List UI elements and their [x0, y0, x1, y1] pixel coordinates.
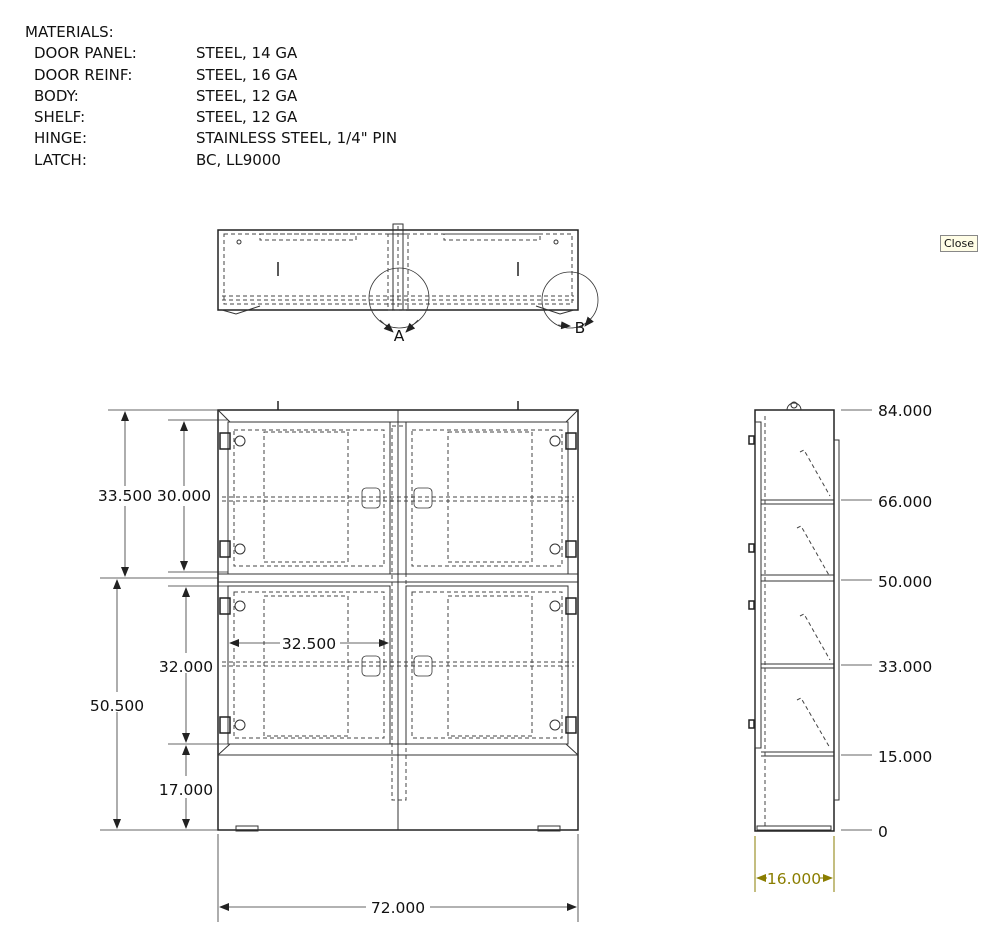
dim-lower-door: 32.000 — [159, 658, 213, 676]
dim-door-width: 32.500 — [282, 635, 336, 653]
materials-heading: MATERIALS: — [25, 23, 114, 41]
level-50: 50.000 — [878, 573, 932, 591]
detail-circle-b — [541, 271, 599, 329]
material-row-door-reinf: DOOR REINF:STEEL, 16 GA — [34, 65, 298, 84]
hinge-group — [219, 432, 577, 734]
top-view: A B — [217, 223, 599, 345]
material-row-hinge: HINGE:STAINLESS STEEL, 1/4" PIN — [34, 129, 398, 148]
front-view: 33.500 30.000 50.500 32.000 17.000 32.50… — [90, 401, 579, 922]
door-lower-right — [405, 585, 569, 745]
side-view-outline — [754, 409, 835, 832]
door-lower-left — [227, 585, 391, 745]
dim-overall-width: 72.000 — [371, 899, 425, 917]
close-button[interactable]: Close — [940, 235, 978, 252]
materials-table: MATERIALS: DOOR PANEL:STEEL, 14 GA DOOR … — [25, 22, 397, 171]
side-view: 84.000 66.000 50.000 33.000 15.000 0 16.… — [748, 401, 932, 892]
level-0: 0 — [878, 823, 888, 841]
dim-base: 17.000 — [159, 781, 213, 799]
dim-upper-door: 30.000 — [157, 487, 211, 505]
level-33: 33.000 — [878, 658, 932, 676]
dim-upper-total: 33.500 — [98, 487, 152, 505]
callout-a-label: A — [394, 327, 405, 345]
door-upper-right — [405, 421, 569, 575]
dim-lower-total: 50.500 — [90, 697, 144, 715]
level-84: 84.000 — [878, 402, 932, 420]
door-upper-left — [227, 421, 391, 575]
dim-depth: 16.000 — [767, 870, 821, 888]
detail-circle-a — [368, 267, 430, 329]
material-row-shelf: SHELF:STEEL, 12 GA — [34, 108, 298, 127]
material-row-door-panel: DOOR PANEL:STEEL, 14 GA — [34, 44, 298, 63]
material-row-body: BODY:STEEL, 12 GA — [34, 86, 298, 105]
level-15: 15.000 — [878, 748, 932, 766]
material-row-latch: LATCH:BC, LL9000 — [34, 150, 281, 169]
level-66: 66.000 — [878, 493, 932, 511]
callout-b-label: B — [575, 319, 586, 337]
